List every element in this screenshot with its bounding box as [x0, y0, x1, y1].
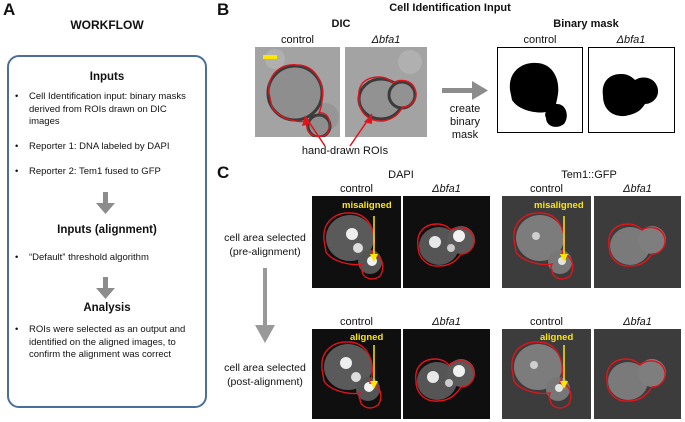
create-binary-mask-label: create binary mask [449, 103, 481, 141]
pre-dapi-mutant-label: Δbfa1 [432, 183, 461, 195]
panel-label-c: C [217, 163, 230, 182]
alignment-heading: Inputs (alignment) [57, 224, 157, 236]
mask-control-label: control [523, 34, 557, 46]
mask-control-image [497, 47, 583, 133]
dic-mutant-label: Δbfa1 [371, 34, 401, 46]
post-dapi-control-label: control [339, 316, 374, 328]
post-dapi-mutant-label: Δbfa1 [432, 316, 461, 328]
post-gfp-control-image [502, 329, 591, 419]
aligned-gfp-annotation: aligned [540, 332, 574, 343]
panel-b-title: Cell Identification Input [389, 2, 511, 14]
aligned-dapi-annotation: aligned [350, 332, 384, 343]
right-arrow-icon [442, 81, 488, 100]
dic-heading: DIC [331, 18, 351, 30]
dic-mutant-image [345, 47, 427, 137]
pre-gfp-control-label: control [529, 183, 564, 195]
pre-gfp-mutant-label: Δbfa1 [623, 183, 652, 195]
pre-gfp-mutant-image [594, 196, 681, 288]
post-gfp-control-label: control [529, 316, 564, 328]
panel-label-a: A [3, 0, 16, 19]
down-arrow-icon [96, 192, 115, 214]
post-alignment-label: cell area selected (post-alignment) [224, 362, 306, 388]
gfp-heading: Tem1::GFP [561, 169, 617, 181]
panel-label-b: B [217, 0, 230, 19]
roi-pointer-lines [302, 113, 373, 147]
analysis-heading: Analysis [83, 302, 131, 314]
pre-alignment-label: cell area selected (pre-alignment) [224, 232, 306, 258]
post-dapi-control-image [312, 329, 401, 419]
workflow-title: WORKFLOW [70, 18, 144, 32]
workflow-alignment-item: “Default” threshold algorithm [13, 252, 191, 265]
inputs-heading: Inputs [89, 71, 125, 83]
down-arrow-icon [96, 277, 115, 299]
vertical-arrow-shaft [263, 268, 267, 328]
workflow-analysis-item: ROIs were selected as an output and iden… [13, 324, 191, 362]
down-arrow-icon [255, 325, 275, 343]
dic-control-label: control [280, 34, 315, 46]
mask-mutant-label: Δbfa1 [616, 34, 646, 46]
pre-dapi-control-label: control [339, 183, 374, 195]
misaligned-gfp-annotation: misaligned [534, 200, 584, 211]
hand-drawn-rois-label: hand-drawn ROIs [301, 145, 389, 157]
pre-gfp-control-image [502, 196, 591, 288]
mask-mutant-image [588, 47, 675, 133]
workflow-input-item: Reporter 2: Tem1 fused to GFP [13, 166, 191, 179]
binary-mask-heading: Binary mask [553, 18, 619, 30]
post-gfp-mutant-label: Δbfa1 [623, 316, 652, 328]
dapi-heading: DAPI [388, 169, 414, 181]
workflow-input-item: Cell Identification input: binary masks … [13, 91, 191, 129]
workflow-input-item: Reporter 1: DNA labeled by DAPI [13, 141, 191, 154]
misaligned-dapi-annotation: misaligned [342, 200, 392, 211]
workflow-box [7, 55, 207, 408]
pre-dapi-control-image [312, 196, 401, 288]
dic-control-image [255, 47, 340, 137]
post-gfp-mutant-image [594, 329, 681, 419]
pre-dapi-mutant-image [403, 196, 490, 288]
post-dapi-mutant-image [403, 329, 490, 419]
